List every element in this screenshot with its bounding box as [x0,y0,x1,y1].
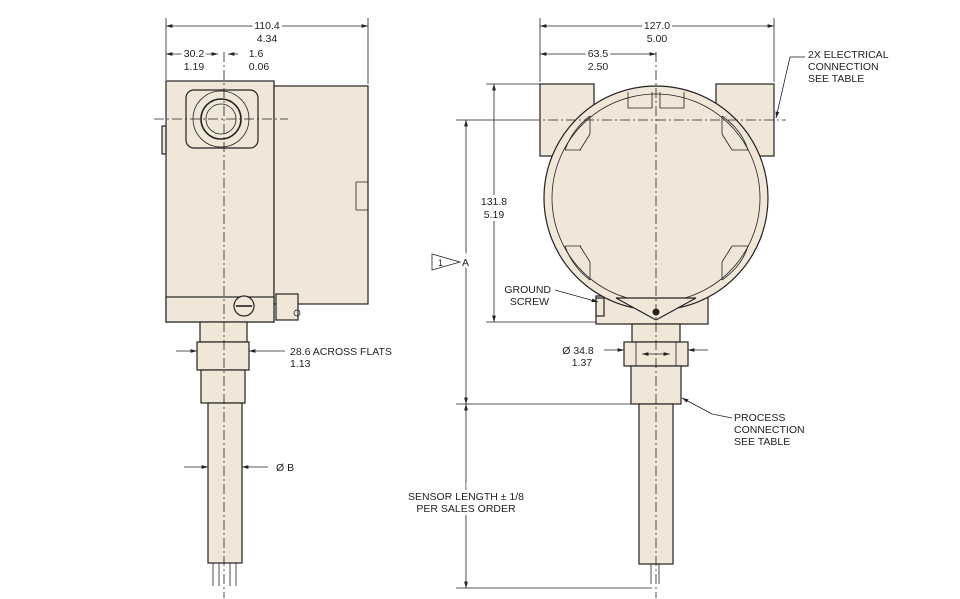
side-cover [273,85,369,305]
side-sensor-dia: Ø B [276,462,294,474]
front-half-in: 2.50 [588,61,609,73]
process-line2: CONNECTION [734,424,805,436]
ground-line1: GROUND [504,284,551,296]
front-hex-mm: Ø 34.8 [562,345,594,357]
front-view: 127.0 5.00 63.5 2.50 131.8 5.19 SENSOR L… [405,18,889,598]
side-gap-in: 0.06 [249,61,270,73]
side-sensor-tube [207,402,243,564]
sensor-length-line1: SENSOR LENGTH ± 1/8 [408,491,524,503]
datum-number: 1 [438,258,443,268]
electrical-line3: SEE TABLE [808,73,864,85]
front-height-in: 5.19 [484,209,505,221]
side-neck [199,321,248,343]
sensor-length-line2: PER SALES ORDER [416,503,516,515]
front-height-mm: 131.8 [481,196,507,208]
front-hex-in: 1.37 [572,357,593,369]
side-offset-mm: 30.2 [184,48,205,60]
process-line1: PROCESS [734,412,785,424]
electrical-line2: CONNECTION [808,61,879,73]
datum-flag: 1 A [431,253,472,272]
datum-letter: A [462,257,469,269]
side-hex [196,341,250,371]
front-width-mm: 127.0 [644,20,670,32]
ground-line2: SCREW [510,296,549,308]
front-half-mm: 63.5 [588,48,609,60]
electrical-line1: 2X ELECTRICAL [808,49,889,61]
side-width-mm: 110.4 [254,20,280,32]
side-offset-in: 1.19 [184,61,205,73]
front-width-in: 5.00 [647,33,668,45]
side-base-band [165,296,275,323]
side-width-in: 4.34 [257,33,278,45]
side-hex-label: 28.6 ACROSS FLATS [290,346,392,358]
process-line3: SEE TABLE [734,436,790,448]
side-hex-value: 1.13 [290,358,311,370]
side-gap-mm: 1.6 [249,48,264,60]
side-view: 110.4 4.34 30.2 1.19 1.6 0.06 28.6 ACROS… [154,18,392,598]
